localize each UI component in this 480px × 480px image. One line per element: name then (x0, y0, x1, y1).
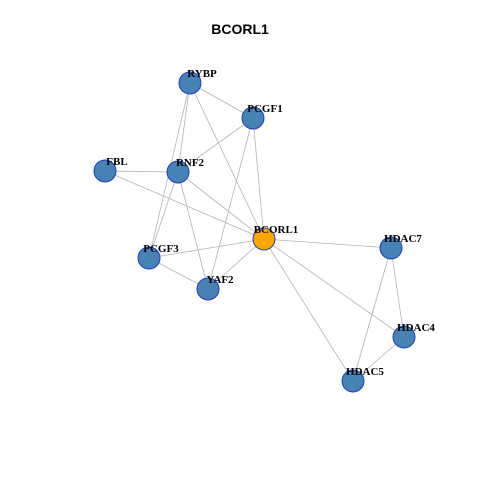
node-label-bcorl1: BCORL1 (254, 224, 299, 236)
node-rnf2[interactable] (166, 160, 190, 184)
node-pcgf1[interactable] (241, 106, 265, 130)
edge-rybp-bcorl1 (189, 82, 265, 240)
edge-pcgf1-yaf2 (207, 117, 254, 290)
edge-rnf2-bcorl1 (177, 171, 265, 240)
node-label-hdac5: HDAC5 (346, 366, 384, 378)
node-rybp[interactable] (178, 71, 202, 95)
node-label-rybp: RYBP (187, 68, 217, 80)
edge-rybp-pcgf1 (189, 82, 254, 119)
node-hdac7[interactable] (379, 236, 403, 260)
edge-bcorl1-hdac4 (263, 238, 405, 338)
edge-rnf2-pcgf3 (148, 171, 179, 259)
node-pcgf3[interactable] (137, 246, 161, 270)
node-label-pcgf3: PCGF3 (143, 243, 179, 255)
node-label-hdac4: HDAC4 (397, 322, 435, 334)
edge-hdac7-hdac4 (390, 247, 405, 338)
edge-bcorl1-hdac5 (263, 238, 354, 382)
node-layer (93, 71, 416, 393)
edge-fbl-bcorl1 (104, 170, 265, 240)
node-hdac4[interactable] (392, 325, 416, 349)
node-label-rnf2: RNF2 (176, 157, 205, 169)
edge-rnf2-yaf2 (177, 171, 209, 290)
edge-pcgf3-bcorl1 (148, 238, 265, 259)
graph-title: BCORL1 (211, 21, 269, 37)
node-hdac5[interactable] (341, 369, 365, 393)
edge-pcgf1-rnf2 (177, 117, 254, 173)
edge-bcorl1-hdac7 (263, 238, 392, 249)
edge-fbl-rnf2 (104, 170, 179, 173)
edge-hdac7-hdac5 (352, 247, 392, 382)
node-label-fbl: FBL (106, 156, 127, 168)
edge-yaf2-bcorl1 (207, 238, 265, 290)
node-yaf2[interactable] (196, 277, 220, 301)
node-label-pcgf1: PCGF1 (247, 103, 282, 115)
node-fbl[interactable] (93, 159, 117, 183)
node-bcorl1[interactable] (252, 227, 276, 251)
edge-rybp-rnf2 (177, 82, 191, 173)
node-label-yaf2: YAF2 (206, 274, 234, 286)
edge-pcgf1-bcorl1 (252, 117, 265, 240)
node-label-hdac7: HDAC7 (384, 233, 422, 245)
